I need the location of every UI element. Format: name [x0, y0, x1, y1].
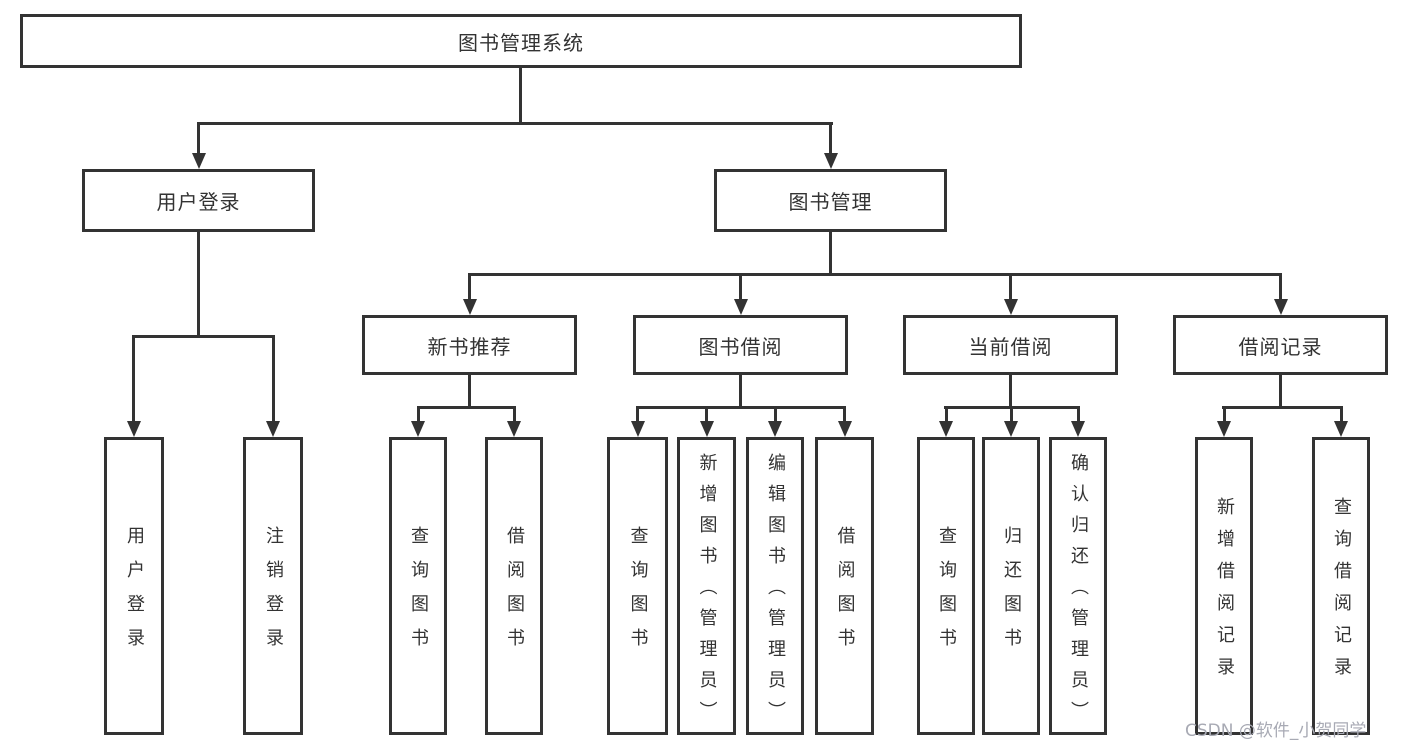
arrow-down-icon	[1071, 421, 1085, 437]
leaf-query-borrow-record: 查询借阅记录	[1312, 437, 1370, 735]
connector-bookborrow-stem	[739, 375, 742, 409]
connector-userlogin-stem	[197, 232, 200, 338]
node-label: 借阅记录	[1238, 334, 1323, 359]
connector-drop	[1009, 273, 1012, 302]
arrow-down-icon	[1004, 299, 1018, 315]
connector-userlogin-hbar	[133, 335, 275, 338]
connector-drop	[1010, 406, 1013, 423]
connector-drop	[132, 335, 135, 421]
leaf-add-books-admin: 新增图书（管理员）	[677, 437, 736, 735]
leaf-query-books-current: 查询图书	[917, 437, 975, 735]
leaf-label: 新增图书（管理员）	[696, 453, 718, 732]
node-current-borrow: 当前借阅	[903, 315, 1118, 375]
arrow-down-icon	[631, 421, 645, 437]
arrow-down-icon	[824, 153, 838, 169]
connector-bookmgmt-stem	[829, 232, 832, 276]
arrow-down-icon	[700, 421, 714, 437]
node-new-book-recommend: 新书推荐	[362, 315, 577, 375]
leaf-label: 新增借阅记录	[1214, 497, 1235, 689]
node-book-management: 图书管理	[714, 169, 947, 232]
leaf-label: 用户登录	[124, 526, 145, 662]
node-label: 新书推荐	[427, 334, 512, 359]
connector-drop	[513, 406, 516, 423]
arrow-down-icon	[266, 421, 280, 437]
leaf-label: 归还图书	[1001, 526, 1022, 662]
connector-drop	[272, 335, 275, 421]
leaf-label: 确认归还（管理员）	[1068, 453, 1089, 732]
leaf-label: 借阅图书	[504, 526, 525, 662]
arrow-down-icon	[734, 299, 748, 315]
connector-drop	[636, 406, 639, 423]
leaf-borrow-books-recommend: 借阅图书	[485, 437, 543, 735]
arrow-down-icon	[939, 421, 953, 437]
connector-drop	[739, 273, 742, 302]
connector-drop	[829, 122, 832, 155]
watermark-text: CSDN @软件_小贺同学	[1185, 721, 1367, 741]
leaf-borrow-books: 借阅图书	[815, 437, 874, 735]
arrow-down-icon	[768, 421, 782, 437]
connector-borrowrecords-stem	[1279, 375, 1282, 409]
node-label: 图书借阅	[698, 334, 783, 359]
connector-root-hbar	[197, 122, 833, 125]
leaf-user-login: 用户登录	[104, 437, 164, 735]
arrow-down-icon	[507, 421, 521, 437]
arrow-down-icon	[1004, 421, 1018, 437]
connector-drop	[1223, 406, 1226, 423]
node-label: 图书管理	[788, 190, 873, 214]
connector-currentborrow-stem	[1009, 375, 1012, 409]
connector-drop	[1279, 273, 1282, 302]
arrow-down-icon	[1334, 421, 1348, 437]
connector-newbooks-stem	[468, 375, 471, 409]
connector-drop	[417, 406, 420, 423]
leaf-logout: 注销登录	[243, 437, 303, 735]
leaf-query-books-borrow: 查询图书	[607, 437, 668, 735]
node-label: 用户登录	[156, 190, 241, 214]
leaf-label: 查询图书	[936, 526, 957, 662]
node-label: 当前借阅	[968, 334, 1053, 359]
connector-bookmgmt-hbar	[468, 273, 1282, 276]
arrow-down-icon	[838, 421, 852, 437]
connector-root-stem	[519, 66, 522, 122]
leaf-label: 查询图书	[408, 526, 429, 662]
connector-drop	[843, 406, 846, 423]
node-user-login: 用户登录	[82, 169, 315, 232]
node-label: 图书管理系统	[458, 30, 584, 55]
arrow-down-icon	[463, 299, 477, 315]
connector-drop	[945, 406, 948, 423]
leaf-label: 编辑图书（管理员）	[765, 453, 786, 732]
connector-drop	[774, 406, 777, 423]
leaf-edit-books-admin: 编辑图书（管理员）	[746, 437, 804, 735]
node-book-borrow: 图书借阅	[633, 315, 848, 375]
leaf-label: 查询图书	[627, 526, 649, 662]
arrow-down-icon	[192, 153, 206, 169]
connector-drop	[705, 406, 708, 423]
connector-borrowrecords-hbar	[1222, 406, 1343, 409]
leaf-return-books: 归还图书	[982, 437, 1040, 735]
connector-drop	[1340, 406, 1343, 423]
connector-drop	[468, 273, 471, 302]
leaf-query-books-recommend: 查询图书	[389, 437, 447, 735]
connector-bookborrow-hbar	[636, 406, 846, 409]
leaf-label: 注销登录	[263, 526, 284, 662]
arrow-down-icon	[1274, 299, 1288, 315]
leaf-label: 查询借阅记录	[1331, 497, 1352, 689]
arrow-down-icon	[1217, 421, 1231, 437]
leaf-confirm-return-admin: 确认归还（管理员）	[1049, 437, 1107, 735]
node-library-management-system: 图书管理系统	[20, 14, 1022, 68]
leaf-label: 借阅图书	[834, 526, 856, 662]
arrow-down-icon	[127, 421, 141, 437]
connector-drop	[197, 122, 200, 155]
connector-drop	[1077, 406, 1080, 423]
connector-newbooks-hbar	[417, 406, 516, 409]
arrow-down-icon	[411, 421, 425, 437]
node-borrow-records: 借阅记录	[1173, 315, 1388, 375]
leaf-add-borrow-record: 新增借阅记录	[1195, 437, 1253, 735]
